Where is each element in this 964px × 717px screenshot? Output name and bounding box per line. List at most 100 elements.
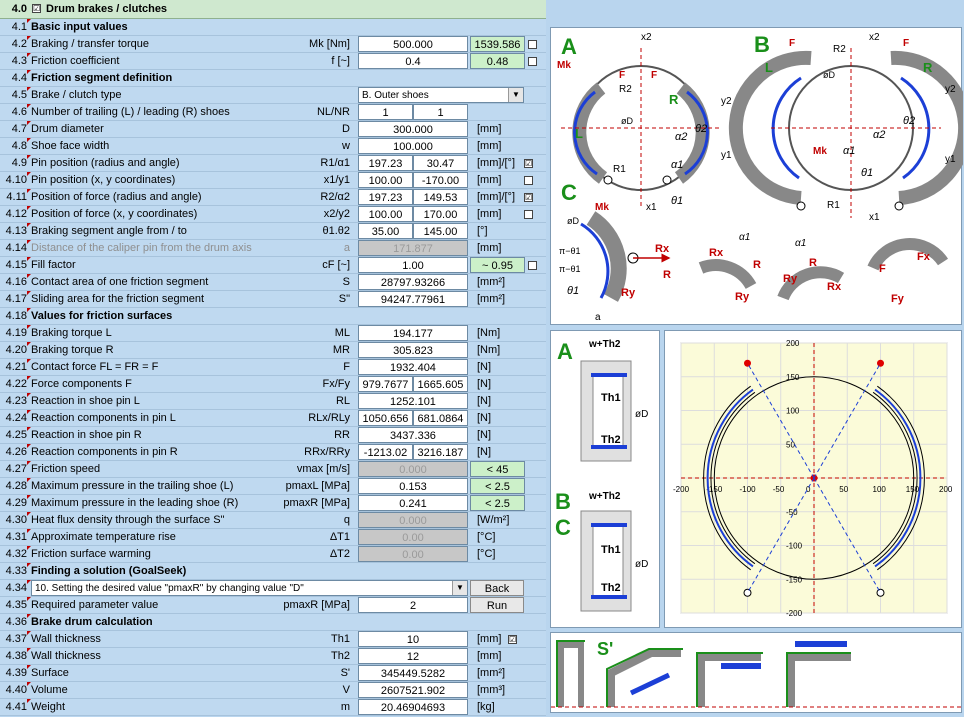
svg-text:F: F bbox=[651, 70, 657, 81]
row-checkbox[interactable] bbox=[528, 261, 537, 270]
value-input-b[interactable]: 170.00 bbox=[413, 206, 468, 222]
value-input-a[interactable]: 979.7677 bbox=[358, 376, 413, 392]
row-checkbox[interactable] bbox=[524, 210, 533, 219]
field-label: Drum diameter bbox=[31, 123, 104, 135]
value-input-b[interactable]: 1 bbox=[413, 104, 468, 120]
row-number: 4.35 bbox=[5, 599, 27, 611]
value-input[interactable]: 1252.101 bbox=[358, 393, 468, 409]
unit-label: [N] bbox=[477, 446, 492, 458]
value-input[interactable]: 0.241 bbox=[358, 495, 468, 511]
value-input[interactable]: 94247.77961 bbox=[358, 291, 468, 307]
value-input[interactable]: 300.000 bbox=[358, 121, 468, 137]
value-input-b[interactable]: 145.00 bbox=[413, 223, 468, 239]
value-input-a[interactable]: 100.00 bbox=[358, 172, 413, 188]
value-input-a[interactable]: 35.00 bbox=[358, 223, 413, 239]
value-input[interactable]: 0.4 bbox=[358, 53, 468, 69]
value-input[interactable]: 28797.93266 bbox=[358, 274, 468, 290]
row-checkbox[interactable] bbox=[528, 57, 537, 66]
unit-label: [N] bbox=[477, 378, 492, 390]
back-button[interactable]: Back bbox=[470, 580, 524, 596]
svg-text:R2: R2 bbox=[619, 84, 632, 95]
brake-type-value: B. Outer shoes bbox=[362, 90, 429, 101]
value-input-b[interactable]: 149.53 bbox=[413, 189, 468, 205]
value-input[interactable]: 12 bbox=[358, 648, 468, 664]
field-symbol: R1/α1 bbox=[320, 157, 350, 169]
value-input[interactable]: 20.46904693 bbox=[358, 699, 468, 715]
drum-section-svg: A w+Th2 Th1 Th2 øD B C w+Th2 Th1 Th2 øD bbox=[555, 339, 648, 612]
y-tick-label: -200 bbox=[786, 609, 803, 618]
row-marker bbox=[27, 393, 31, 397]
row-number: 4.30 bbox=[5, 514, 27, 526]
value-input[interactable]: 194.177 bbox=[358, 325, 468, 341]
field-label: Number of trailing (L) / leading (R) sho… bbox=[31, 106, 230, 118]
value-input-a[interactable]: 197.23 bbox=[358, 155, 413, 171]
value-input-a[interactable]: 1050.656 bbox=[358, 410, 413, 426]
svg-text:F: F bbox=[619, 70, 625, 81]
svg-text:Ry: Ry bbox=[621, 287, 636, 299]
value-input-a[interactable]: 1 bbox=[358, 104, 413, 120]
value-input-b[interactable]: 3216.187 bbox=[413, 444, 468, 460]
computed-value: 171.877 bbox=[358, 240, 468, 256]
row-checkbox[interactable] bbox=[528, 40, 537, 49]
value-input-a[interactable]: -1213.02 bbox=[358, 444, 413, 460]
value-input[interactable]: 500.000 bbox=[358, 36, 468, 52]
value-input-b[interactable]: -170.00 bbox=[413, 172, 468, 188]
unit-label: [mm³] bbox=[477, 684, 506, 696]
shoe-arc bbox=[703, 385, 751, 571]
row-checkbox[interactable]: ☑ bbox=[524, 159, 533, 168]
row-marker bbox=[27, 512, 31, 516]
value-input[interactable]: 100.000 bbox=[358, 138, 468, 154]
field-label: Friction speed bbox=[31, 463, 101, 475]
unit-label: [°C] bbox=[477, 531, 496, 543]
value-input-b[interactable]: 681.0864 bbox=[413, 410, 468, 426]
svg-text:y1: y1 bbox=[945, 154, 956, 165]
title-checkbox[interactable]: ☑ bbox=[32, 4, 41, 13]
svg-text:R1: R1 bbox=[827, 200, 840, 211]
value-input-a[interactable]: 100.00 bbox=[358, 206, 413, 222]
chevron-down-icon[interactable]: ▼ bbox=[452, 581, 467, 595]
limit-value: 1539.586 bbox=[470, 36, 525, 52]
unit-label: [°C] bbox=[477, 548, 496, 560]
value-input-b[interactable]: 30.47 bbox=[413, 155, 468, 171]
row-checkbox[interactable]: ☑ bbox=[508, 635, 517, 644]
value-input[interactable]: 3437.336 bbox=[358, 427, 468, 443]
field-label: Friction coefficient bbox=[31, 55, 120, 67]
value-input[interactable]: 1932.404 bbox=[358, 359, 468, 375]
field-label: Shoe face width bbox=[31, 140, 110, 152]
value-input[interactable]: 345449.5282 bbox=[358, 665, 468, 681]
chevron-down-icon[interactable]: ▼ bbox=[508, 88, 523, 102]
value-input[interactable]: 1.00 bbox=[358, 257, 468, 273]
row-number: 4.7 bbox=[11, 123, 27, 135]
value-input[interactable]: 305.823 bbox=[358, 342, 468, 358]
field-label: Braking segment angle from / to bbox=[31, 225, 187, 237]
row-marker bbox=[27, 682, 31, 686]
value-input[interactable]: 2607521.902 bbox=[358, 682, 468, 698]
value-input[interactable]: 0.153 bbox=[358, 478, 468, 494]
field-label: Braking torque R bbox=[31, 344, 114, 356]
run-button[interactable]: Run bbox=[470, 597, 524, 613]
value-input[interactable]: 2 bbox=[358, 597, 468, 613]
row-checkbox[interactable] bbox=[524, 176, 533, 185]
row-checkbox[interactable]: ☑ bbox=[524, 193, 533, 202]
computed-value: 0.00 bbox=[358, 546, 468, 562]
row-number: 4.24 bbox=[5, 412, 27, 424]
row-marker bbox=[27, 70, 31, 74]
svg-text:C: C bbox=[555, 515, 571, 540]
svg-text:w+Th2: w+Th2 bbox=[588, 491, 621, 502]
value-input-a[interactable]: 197.23 bbox=[358, 189, 413, 205]
svg-text:θ1: θ1 bbox=[861, 167, 873, 179]
value-input-b[interactable]: 1665.605 bbox=[413, 376, 468, 392]
goalseek-select[interactable]: 10. Setting the desired value "pmaxR" by… bbox=[31, 580, 468, 596]
unit-label: [mm]/[°] bbox=[477, 157, 516, 169]
value-input[interactable]: 10 bbox=[358, 631, 468, 647]
brake-type-select[interactable]: B. Outer shoes ▼ bbox=[358, 87, 524, 103]
